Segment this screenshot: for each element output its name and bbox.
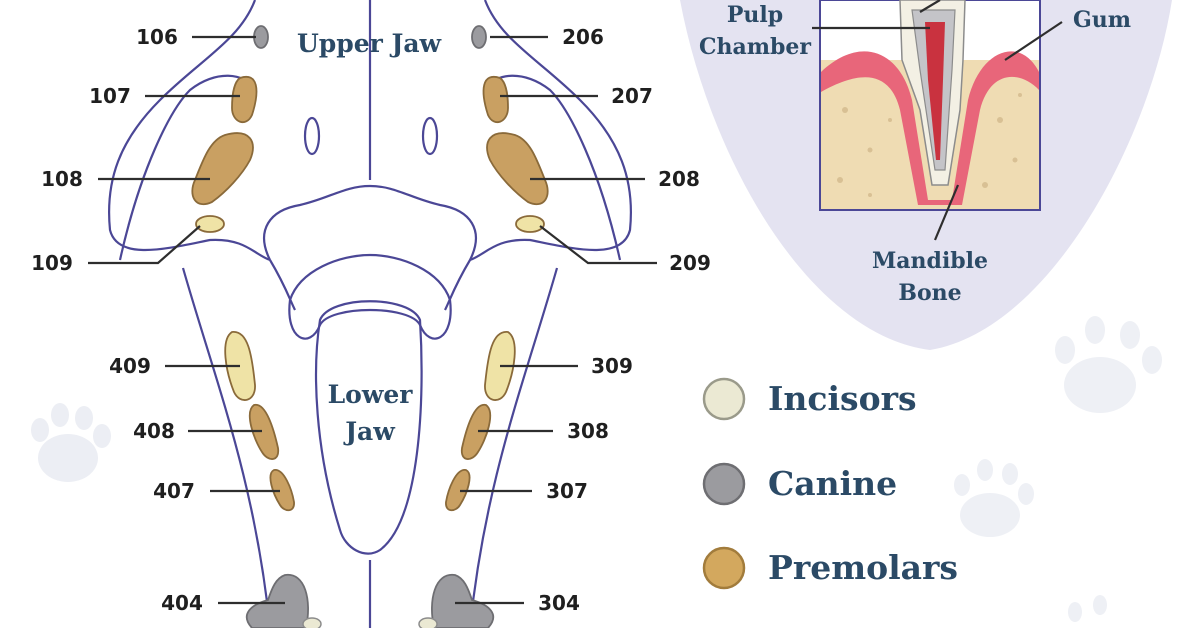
tooth-label-109: 109 — [31, 251, 73, 275]
pulp-chamber-label: Pulp — [727, 2, 783, 28]
tooth-label-208: 208 — [658, 167, 700, 191]
tooth-109 — [195, 215, 225, 233]
tooth-label-407: 407 — [153, 479, 195, 503]
tooth-208 — [486, 132, 549, 205]
paw-print-decoration-left — [31, 403, 111, 482]
legend-canine-label: Canine — [768, 464, 897, 503]
tooth-label-408: 408 — [133, 419, 175, 443]
tooth-label-308: 308 — [567, 419, 609, 443]
tooth-409 — [224, 331, 256, 401]
tooth-209 — [515, 215, 545, 233]
incisors-legend-swatch — [702, 377, 746, 421]
tooth-304 — [431, 574, 494, 628]
tooth-label-207: 207 — [611, 84, 653, 108]
premolars-legend-swatch — [702, 546, 746, 590]
lower-jaw-label-line2: Jaw — [343, 417, 396, 446]
mandible-bone-label: Mandible — [872, 248, 988, 274]
tooth-207 — [482, 75, 509, 124]
tooth-label-404: 404 — [161, 591, 203, 615]
tooth-label-409: 409 — [109, 354, 151, 378]
gum-label: Gum — [1073, 7, 1131, 33]
tooth-107 — [231, 75, 258, 124]
tooth-cross-section-inset: Pulp Chamber Gum Mandible Bone — [680, 0, 1172, 350]
tooth-106 — [253, 25, 269, 49]
tooth-408 — [249, 404, 280, 460]
tooth-407 — [269, 469, 295, 512]
tooth-307 — [445, 469, 471, 512]
legend-premolars-label: Premolars — [768, 548, 958, 587]
tooth-label-304: 304 — [538, 591, 580, 615]
tooth-label-309: 309 — [591, 354, 633, 378]
tooth-label-307: 307 — [546, 479, 588, 503]
mandible-bone-label-line2: Bone — [898, 280, 961, 306]
tooth-label-106: 106 — [136, 25, 178, 49]
tooth-label-209: 209 — [669, 251, 711, 275]
upper-jaw-label: Upper Jaw — [297, 29, 443, 58]
tooth-leader-lines — [88, 35, 657, 605]
tooth-404 — [246, 574, 309, 628]
tooth-label-107: 107 — [89, 84, 131, 108]
tooth-108 — [191, 132, 254, 205]
tooth-number-labels: 106 206 107 207 108 208 109 209 409 309 … — [31, 25, 711, 615]
paw-print-decoration-right — [954, 316, 1162, 622]
tooth-308 — [460, 404, 491, 460]
tooth-309 — [484, 331, 516, 401]
lower-jaw-label: Lower — [328, 380, 414, 409]
canine-legend-swatch — [702, 462, 746, 506]
tooth-206 — [471, 25, 487, 49]
teeth — [191, 25, 549, 628]
pulp-chamber-label-line2: Chamber — [699, 34, 811, 60]
legend-incisors-label: Incisors — [768, 379, 917, 418]
tooth-label-206: 206 — [562, 25, 604, 49]
skull-outline — [108, 0, 632, 628]
legend: Incisors Canine Premolars — [702, 377, 958, 590]
tooth-label-108: 108 — [41, 167, 83, 191]
